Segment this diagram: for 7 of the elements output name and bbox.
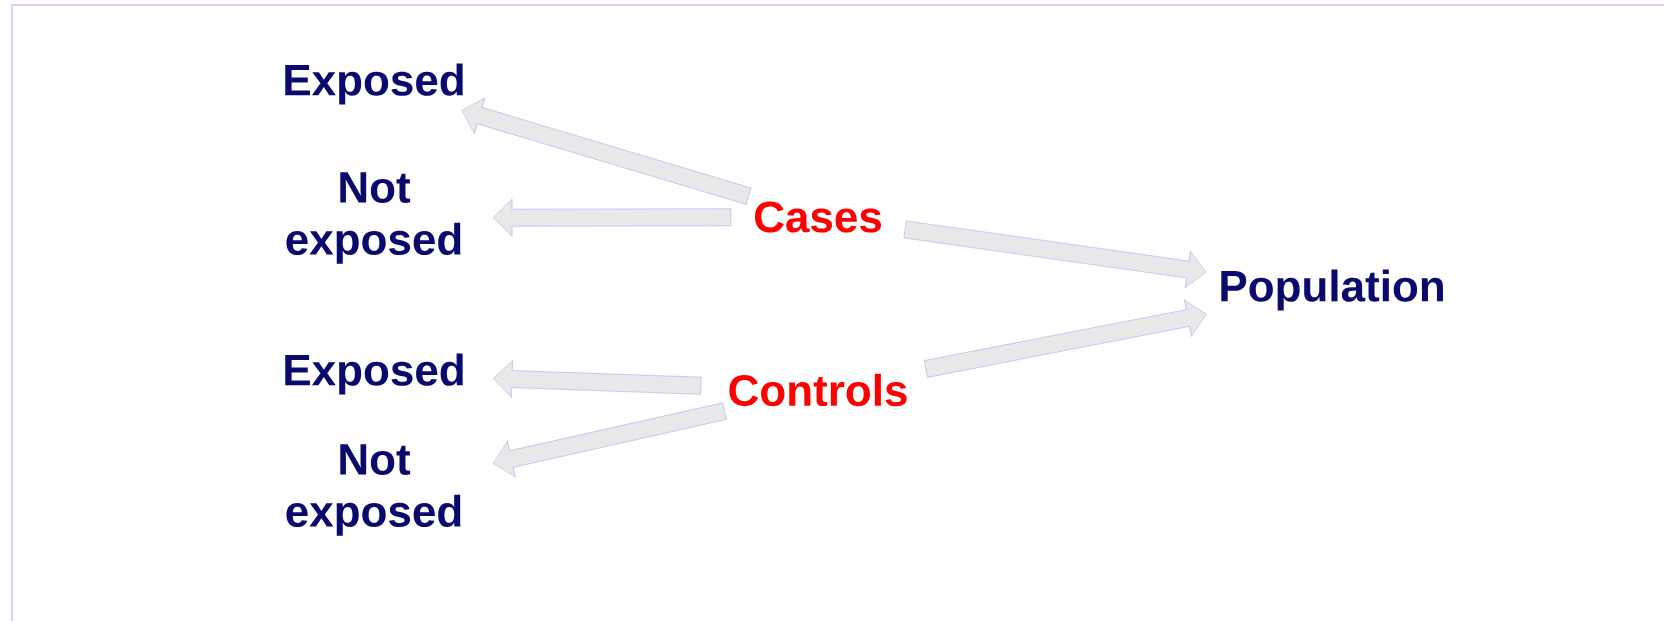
category-label: Not exposed [286, 172, 461, 264]
group-label: Cases [755, 201, 881, 233]
group-label: Controls [729, 373, 907, 407]
category-label: Not exposed [286, 444, 461, 536]
category-label: Exposed [285, 63, 463, 105]
category-label: Population [1221, 269, 1443, 311]
category-label: Exposed [285, 353, 463, 395]
